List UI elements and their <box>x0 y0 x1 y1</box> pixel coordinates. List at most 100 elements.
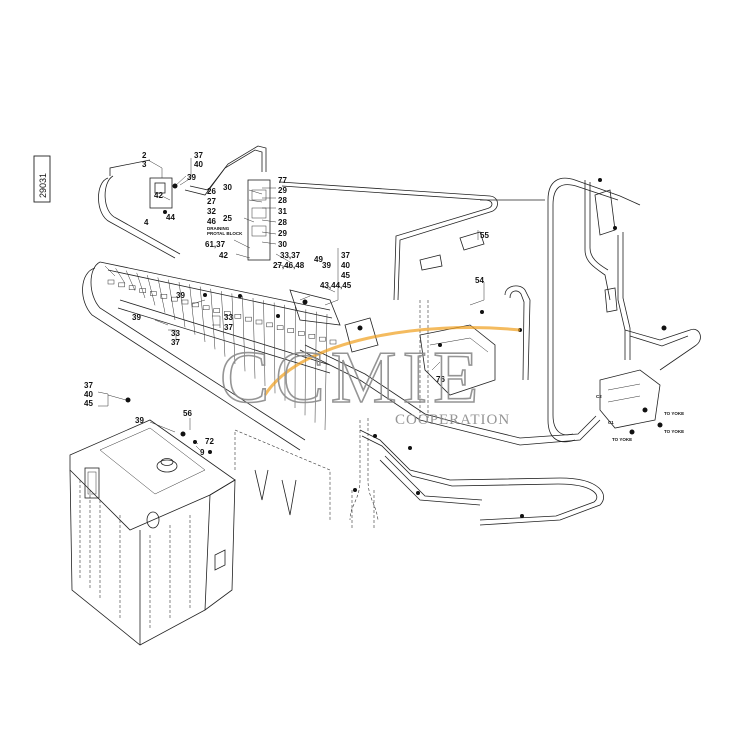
chain-link-plate <box>298 331 305 336</box>
callout: 28 <box>278 218 287 227</box>
ccmie-watermark: CCMIE COOPERATION <box>219 326 521 428</box>
chain-link <box>304 309 307 416</box>
chain-link-plate <box>128 285 136 290</box>
to-yoke-note: TO YOKE <box>664 429 684 434</box>
callout: 55 <box>480 231 489 240</box>
callout: 39 <box>187 173 196 182</box>
chain-link-plate <box>329 339 337 345</box>
callout: 37 <box>194 151 203 160</box>
port-note: C2 <box>596 394 602 399</box>
sheet-number-box: 29031 <box>33 155 51 203</box>
callout: 27 <box>207 197 216 206</box>
watermark-sub: COOPERATION <box>395 412 510 428</box>
draining-note: DRAINING <box>207 226 230 231</box>
to-yoke-note: TO YOKE <box>612 437 632 442</box>
upper-hose-routing <box>98 145 498 301</box>
chain-link <box>157 277 166 313</box>
chain-link <box>168 279 176 321</box>
callout: 30 <box>223 183 232 192</box>
callout: 29 <box>278 186 287 195</box>
callout: 44 <box>166 213 175 222</box>
callout: 72 <box>205 437 214 446</box>
chain-link <box>210 288 216 350</box>
callout: 61,37 <box>205 240 226 249</box>
callout: 40 <box>341 261 350 270</box>
chain-link <box>242 295 246 372</box>
chain-link <box>136 272 146 299</box>
callout: 40 <box>84 390 93 399</box>
chain-link-plate <box>202 305 210 310</box>
callout: 9 <box>200 448 205 457</box>
frame-bracket <box>234 429 331 520</box>
callout: 49 <box>314 255 323 264</box>
callout: 46 <box>207 217 216 226</box>
chain-link-plate <box>255 319 263 325</box>
chain-link-plate <box>276 325 284 330</box>
chain-link <box>221 291 226 357</box>
lower-hose-routing <box>299 344 604 526</box>
port-note: C1 <box>608 420 614 425</box>
sheet-number: 29031 <box>38 173 48 198</box>
watermark-swoosh <box>263 326 521 396</box>
callout: 33 <box>171 329 180 338</box>
callout: 37 <box>224 323 233 332</box>
chain-link-plate <box>234 314 242 319</box>
chain-link-plate <box>287 328 294 333</box>
dashed-hoses <box>349 300 429 530</box>
chain-link-plate <box>107 279 115 285</box>
chain-link-plate <box>181 299 189 305</box>
fittings <box>125 178 667 518</box>
callout: 29 <box>278 229 287 238</box>
callout: 45 <box>341 271 350 280</box>
callout: 39 <box>322 261 331 270</box>
to-yoke-note: TO YOKE <box>664 411 684 416</box>
callout: 28 <box>278 196 287 205</box>
watermark-brand: CCMIE <box>220 337 484 419</box>
callout: 54 <box>475 276 484 285</box>
chain-link <box>104 265 116 277</box>
chain-link <box>252 297 256 379</box>
callout: 56 <box>183 409 192 418</box>
chain-link <box>125 270 136 291</box>
draining-note: PROTAL BLOCK <box>207 231 243 236</box>
callout: 42 <box>154 191 163 200</box>
chain-link-plate <box>245 316 252 322</box>
callout: 43,44,45 <box>320 281 352 290</box>
chain-link-plate <box>171 296 178 302</box>
chain-link-plate <box>150 291 157 296</box>
chain-link-plate <box>266 322 273 328</box>
callout: 33,37 <box>280 251 301 260</box>
callout: 39 <box>132 313 141 322</box>
chain-link-plate <box>139 288 146 293</box>
chain-link <box>273 302 276 394</box>
callout: 4 <box>144 218 149 227</box>
chain-link-plate <box>118 282 125 288</box>
chain-link <box>115 268 126 284</box>
callout: 2 <box>142 151 147 160</box>
chain-link <box>324 313 328 431</box>
callout: 40 <box>194 160 203 169</box>
cable-track-chain <box>82 261 337 451</box>
callout: 39 <box>176 291 185 300</box>
callout: 37 <box>84 381 93 390</box>
callout: 37 <box>171 338 180 347</box>
callout: 76 <box>436 375 445 384</box>
callout: 45 <box>84 399 93 408</box>
callout: 33 <box>224 313 233 322</box>
chain-link-plate <box>224 311 231 316</box>
callout-labels: 2 3 37 40 39 42 44 4 26 27 32 46 30 77 2… <box>84 151 684 457</box>
hydraulic-tank <box>69 419 236 646</box>
callout: 27,46,48 <box>273 261 305 270</box>
callout: 3 <box>142 160 147 169</box>
chain-link-plate <box>160 294 168 299</box>
callout: 77 <box>278 176 287 185</box>
chain-link <box>199 286 206 343</box>
chain-link <box>178 281 186 328</box>
callout: 31 <box>278 207 287 216</box>
chain-link-plate <box>319 336 326 342</box>
callout: 39 <box>135 416 144 425</box>
chain-link <box>314 311 317 423</box>
chain-link-plate <box>213 308 220 313</box>
callout: 37 <box>341 251 350 260</box>
